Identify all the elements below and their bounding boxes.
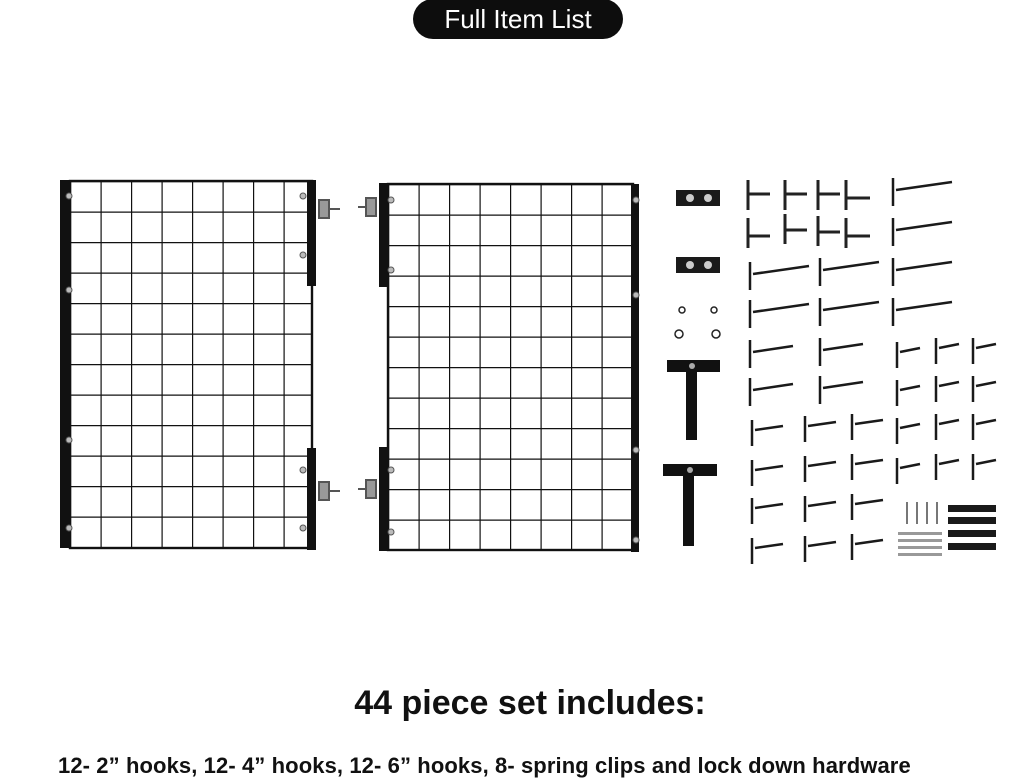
peg-hooks <box>748 178 997 564</box>
grid-panel-right <box>358 182 640 552</box>
grid-panel-left <box>60 179 340 550</box>
product-photo <box>60 178 997 564</box>
set-contents: 12- 2” hooks, 12- 4” hooks, 12- 6” hooks… <box>58 753 911 778</box>
set-headline: 44 piece set includes: <box>354 684 706 722</box>
spring-clips <box>746 180 870 248</box>
screws-and-anchors <box>898 502 996 556</box>
full-item-list-badge: Full Item List <box>413 0 623 39</box>
badge-label: Full Item List <box>444 3 592 34</box>
mounting-hardware <box>663 190 721 546</box>
